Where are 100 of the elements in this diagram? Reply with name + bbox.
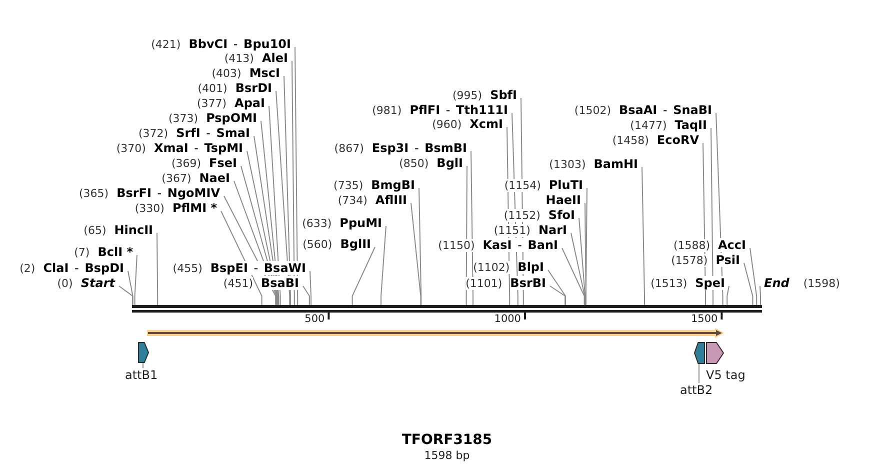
site-position: (2) <box>20 262 36 275</box>
site-position: (0) <box>57 277 73 290</box>
leader-line <box>310 270 312 306</box>
site-position: (370) <box>116 142 146 155</box>
site-position: (1152) <box>504 209 540 222</box>
scale-label: 500 <box>304 312 325 326</box>
site-position: (850) <box>399 157 429 170</box>
site-position: (735) <box>334 179 364 192</box>
enzyme-name: ApaI <box>234 96 265 110</box>
leader-line <box>134 254 138 306</box>
enzyme-name: AccI <box>718 238 746 252</box>
enzyme-name: HaeII <box>546 193 581 207</box>
leader-line <box>418 188 422 306</box>
enzyme-name: ClaI - BspDI <box>43 261 124 275</box>
enzyme-name: BclI * <box>98 245 133 259</box>
site-position: (365) <box>78 187 109 200</box>
enzyme-name: XcmI <box>470 117 503 131</box>
site-position: (65) <box>84 224 106 237</box>
leader-line <box>750 248 758 306</box>
site-position: (1588) <box>673 239 710 252</box>
site-position: (413) <box>224 52 254 65</box>
enzyme-name: BsrBI <box>510 276 546 290</box>
leader-line <box>726 286 730 306</box>
site-position: (1102) <box>473 261 510 274</box>
site-position: (633) <box>302 217 332 230</box>
leader-line <box>578 218 586 306</box>
site-position: (1151) <box>494 224 530 237</box>
leader-line <box>294 46 298 306</box>
site-position: (1303) <box>549 158 586 171</box>
leader-line <box>760 286 761 306</box>
enzyme-name: TaqII <box>674 118 707 132</box>
leader-line <box>710 128 714 306</box>
site-position: (1578) <box>671 254 708 267</box>
leader-line <box>156 232 158 306</box>
site-position: (451) <box>223 277 253 290</box>
enzyme-name: BglI <box>436 156 463 170</box>
enzyme-name: BmgBI <box>371 178 415 192</box>
site-position: (960) <box>432 118 462 131</box>
enzyme-name: MscI <box>249 66 280 80</box>
dna-backbone <box>132 305 762 313</box>
site-position: (455) <box>172 262 202 275</box>
leader-line <box>118 286 134 306</box>
enzyme-name: BamHI <box>594 157 638 171</box>
enzyme-name: EcoRV <box>656 133 699 147</box>
enzyme-name: KasI - BanI <box>482 238 558 252</box>
leader-line <box>380 226 386 306</box>
leader-line <box>292 60 295 306</box>
sequence-end-label: End <box>764 276 790 290</box>
enzyme-name: BspEI - BsaWI <box>210 261 306 275</box>
site-position: (401) <box>198 82 228 95</box>
leader-line <box>548 270 566 306</box>
site-position: (1458) <box>612 134 649 147</box>
leader-line <box>584 202 586 306</box>
enzyme-name: BsaAI - SnaBI <box>618 103 712 117</box>
map-title: TFORF3185 <box>402 432 492 448</box>
feature-label: attB1 <box>125 368 158 382</box>
enzyme-name: Esp3I - BsmBI <box>372 141 467 155</box>
enzyme-name: BsrDI <box>235 81 272 95</box>
leader-line <box>410 202 422 306</box>
scale-label: 1500 <box>690 312 718 326</box>
site-position: (1101) <box>466 277 502 290</box>
leader-line <box>302 286 310 306</box>
leader-line <box>562 248 585 306</box>
orf-bar <box>147 327 724 339</box>
leader-line <box>744 262 754 306</box>
site-position: (377) <box>196 97 227 110</box>
sequence-end-label: Start <box>80 276 115 290</box>
enzyme-name: AleI <box>262 51 288 65</box>
enzyme-name: SpeI <box>695 276 725 290</box>
leader-line <box>128 270 134 306</box>
feature-block <box>694 342 704 364</box>
feature-block <box>138 342 148 363</box>
site-position: (867) <box>334 142 364 155</box>
feature-label: V5 tag <box>706 368 746 382</box>
enzyme-name: PsiI <box>716 253 740 267</box>
site-position: (373) <box>168 112 198 125</box>
enzyme-name: PflMI * <box>172 201 217 215</box>
enzyme-name: AflIII <box>375 193 407 207</box>
leader-line <box>698 364 700 384</box>
site-position: (372) <box>138 127 168 140</box>
site-position: (1154) <box>504 179 541 192</box>
enzyme-name: PluTI <box>548 178 583 192</box>
site-position: (1150) <box>438 239 475 252</box>
leader-line <box>642 166 645 306</box>
site-position: (1477) <box>630 119 667 132</box>
enzyme-name: NaeI <box>199 171 230 185</box>
enzyme-name: PspOMI <box>206 111 257 125</box>
site-position: (7) <box>74 246 90 259</box>
site-position: (981) <box>372 104 402 117</box>
enzyme-name: NarI <box>538 223 567 237</box>
scale-label: 1000 <box>494 312 521 326</box>
leader-line <box>550 286 566 306</box>
enzyme-name: BsaBI <box>261 276 299 290</box>
leader-line <box>142 362 144 368</box>
site-position: (403) <box>212 67 242 80</box>
site-position: (369) <box>171 157 202 170</box>
enzyme-name: BglII <box>340 237 371 251</box>
leader-line <box>352 246 376 306</box>
feature-block <box>706 342 724 364</box>
site-position: (1502) <box>574 104 611 117</box>
